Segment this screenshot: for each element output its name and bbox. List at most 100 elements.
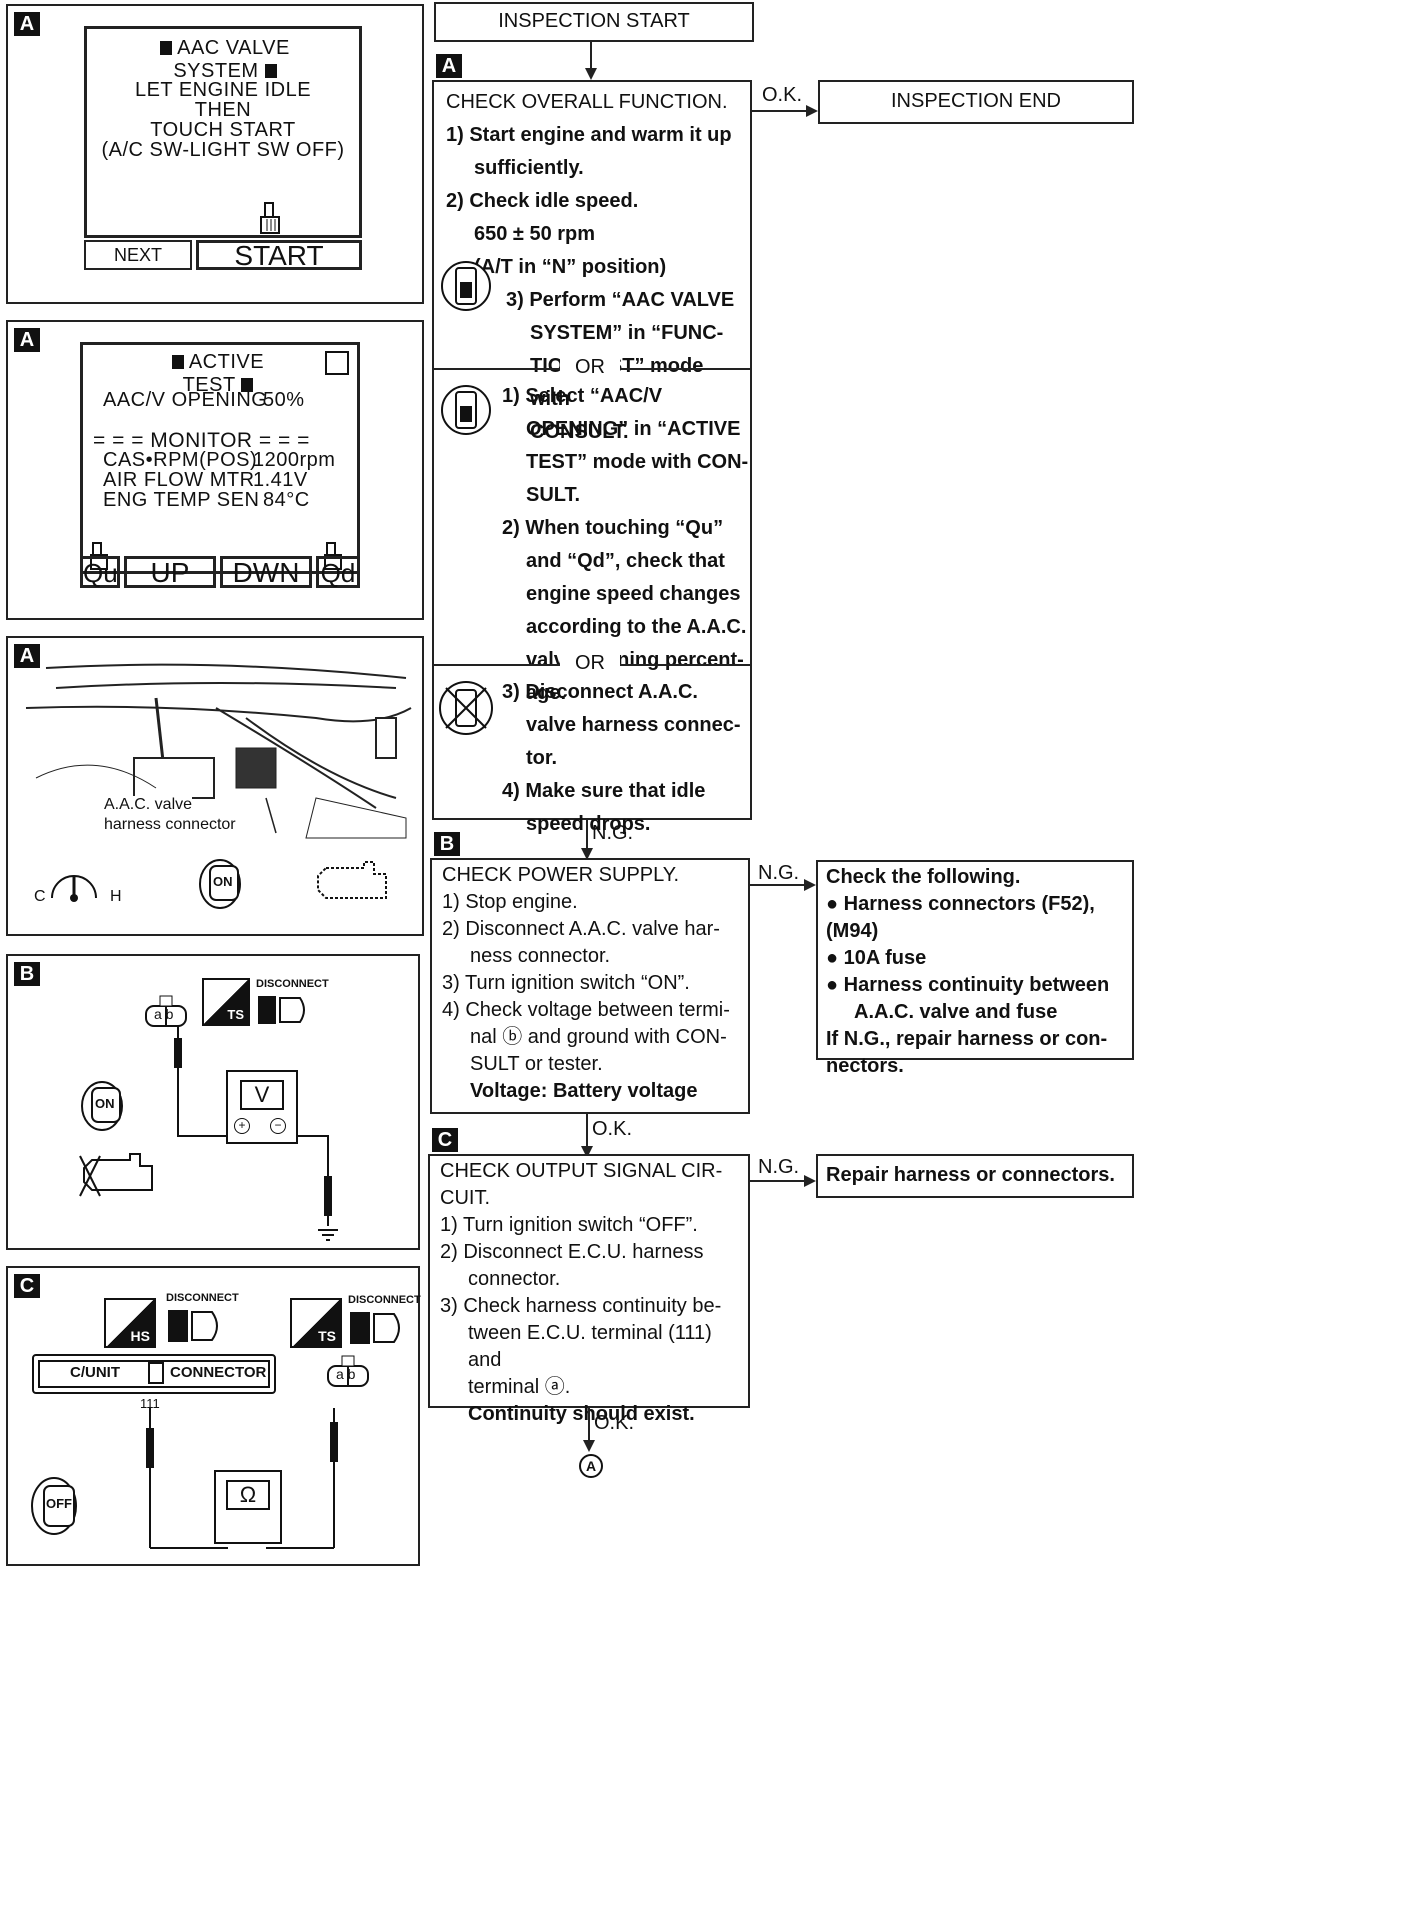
connector-line — [590, 42, 592, 68]
arrow-right-icon — [804, 1175, 816, 1187]
key-off-label: OFF — [46, 1496, 72, 1511]
ohmmeter-icon: Ω — [214, 1470, 282, 1544]
up-button[interactable]: UP — [124, 556, 216, 588]
panel-a1-aac-valve-system: A AAC VALVE SYSTEM LET ENGINE IDLE THEN … — [6, 4, 424, 304]
inspection-start-box: INSPECTION START — [434, 2, 754, 42]
next-button[interactable]: NEXT — [84, 240, 192, 270]
monitor-row-label: CAS•RPM(POS) — [103, 449, 258, 471]
monitor-row-label: AIR FLOW MTR — [103, 469, 255, 491]
monitor-row-value: 1200rpm — [253, 449, 336, 471]
monitor-row-label: ENG TEMP SEN — [103, 489, 260, 511]
minus-terminal-icon: − — [270, 1118, 286, 1134]
screen-line-1: LET ENGINE IDLE — [134, 79, 312, 101]
ts-badge-icon: TS — [290, 1298, 342, 1348]
box-title: CHECK POWER SUPPLY. — [442, 864, 680, 886]
engine-icon — [317, 861, 387, 899]
flow-tag-a: A — [436, 54, 462, 78]
screen-title: AAC VALVE SYSTEM — [115, 37, 335, 83]
screen-line-3: TOUCH START — [150, 119, 296, 141]
monitor-label: = = = MONITOR = = = — [93, 429, 310, 452]
section-tag-c: C — [14, 1274, 40, 1298]
hs-badge-icon: HS — [104, 1298, 156, 1348]
terminal-number: 111 — [140, 1396, 160, 1411]
cunit-label: C/UNIT — [70, 1364, 120, 1381]
callout-label-1: A.A.C. valve — [104, 796, 193, 814]
or-label: OR — [560, 356, 620, 379]
ng-label: N.G. — [758, 1156, 800, 1178]
connector-line — [752, 110, 808, 112]
start-button[interactable]: START — [196, 240, 362, 270]
disconnect-connector-icon — [168, 1310, 218, 1342]
or-label: OR — [560, 652, 620, 675]
plus-terminal-icon: + — [234, 1118, 250, 1134]
panel-c-output-signal: C HS DISCONNECT TS DISCONNECT C/UNIT CON… — [6, 1266, 421, 1566]
check-power-supply-box: CHECK POWER SUPPLY. 1) Stop engine. 2) D… — [430, 858, 750, 1114]
arrow-down-icon — [581, 848, 593, 860]
engine-stopped-icon — [79, 1153, 153, 1197]
key-on-label: ON — [213, 874, 233, 889]
black-square-icon — [241, 378, 254, 392]
ts-badge-icon: TS — [202, 978, 250, 1026]
check-following-box: Check the following. ● Harness connector… — [816, 860, 1134, 1077]
flow-tag-b: B — [434, 832, 460, 856]
box-title: CHECK OVERALL FUNCTION. — [446, 91, 728, 113]
ok-label: O.K. — [762, 84, 803, 106]
gauge-h-label: H — [110, 888, 122, 905]
temperature-gauge-icon — [51, 875, 97, 902]
qu-button[interactable]: Qu — [80, 556, 120, 588]
disconnect-label: DISCONNECT — [348, 1294, 421, 1306]
continue-marker-icon: A — [579, 1454, 603, 1478]
check-output-signal-box: CHECK OUTPUT SIGNAL CIR- CUIT. 1) Turn i… — [428, 1154, 750, 1425]
qd-button[interactable]: Qd — [316, 556, 360, 588]
arrow-down-icon — [583, 1440, 595, 1452]
ignition-key-on-icon — [81, 1081, 123, 1131]
check-overall-function-box: CHECK OVERALL FUNCTION. 1) Start engine … — [432, 80, 752, 835]
ohmmeter-display: Ω — [226, 1480, 270, 1510]
repair-harness-box: Repair harness or connectors. — [816, 1154, 1134, 1198]
finger-pointer-icon — [260, 202, 280, 234]
panel-b-power-supply: B a b TS DISCONNECT ON V + − — [6, 954, 420, 1250]
black-square-icon — [171, 355, 184, 369]
section-tag-b: B — [14, 962, 40, 986]
voltmeter-icon: V + − — [226, 1070, 298, 1144]
disconnect-label: DISCONNECT — [166, 1292, 239, 1304]
connector-line — [586, 820, 588, 852]
arrow-right-icon — [804, 879, 816, 891]
monitor-row-value: 84°C — [263, 489, 310, 511]
ignition-key-on-icon — [199, 859, 241, 909]
section-tag-a: A — [14, 328, 40, 352]
callout-label-2: harness connector — [104, 816, 236, 834]
ok-label: O.K. — [594, 1412, 635, 1434]
cunit-connector-icon: C/UNIT CONNECTOR — [32, 1354, 276, 1394]
connector-terminal-label: a b — [154, 1006, 174, 1022]
opening-label: AAC/V OPENING — [103, 389, 268, 411]
checkbox-icon[interactable] — [325, 351, 349, 375]
flow-tag-c: C — [432, 1128, 458, 1152]
screen-title: ACTIVE TEST — [143, 351, 293, 397]
consult-screen: ACTIVE TEST AAC/V OPENING 50% = = = MONI… — [80, 342, 360, 574]
disconnect-label: DISCONNECT — [256, 978, 329, 990]
box-title: CHECK OUTPUT SIGNAL CIR- — [440, 1160, 723, 1182]
voltmeter-display: V — [240, 1080, 284, 1110]
no-consult-icon — [439, 681, 493, 735]
ok-label: O.K. — [592, 1118, 633, 1140]
down-button[interactable]: DWN — [220, 556, 312, 588]
connector-line — [586, 1114, 588, 1150]
disconnect-connector-icon — [258, 996, 305, 1024]
harness-connector-icon — [327, 1355, 369, 1387]
panel-a2-active-test: A ACTIVE TEST AAC/V OPENING 50% = = = MO… — [6, 320, 424, 620]
section-tag-a: A — [14, 12, 40, 36]
ignition-key-off-icon — [31, 1477, 77, 1535]
black-square-icon — [160, 41, 173, 55]
inspection-end-box: INSPECTION END — [818, 80, 1134, 124]
connector-line — [750, 1180, 806, 1182]
black-square-icon — [264, 64, 277, 78]
ng-label: N.G. — [592, 822, 634, 844]
consult-tester-icon — [441, 385, 491, 435]
screen-line-4: (A/C SW-LIGHT SW OFF) — [101, 139, 345, 161]
disconnect-connector-icon — [350, 1312, 400, 1344]
consult-screen: AAC VALVE SYSTEM LET ENGINE IDLE THEN TO… — [84, 26, 362, 238]
connector-line — [750, 884, 806, 886]
connector-pin-icon — [148, 1362, 164, 1384]
key-on-label: ON — [95, 1096, 115, 1111]
